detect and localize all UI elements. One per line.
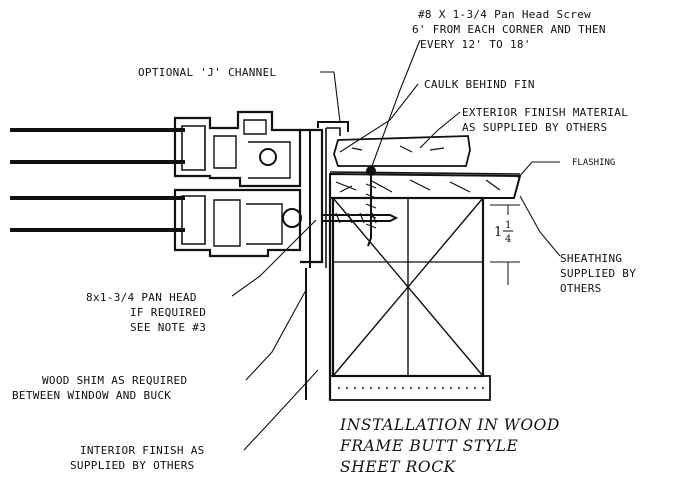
title-line-3: SHEET ROCK [340, 458, 457, 476]
j-channel-label: OPTIONAL 'J' CHANNEL [138, 66, 277, 79]
dimension-marker: 1 1 4 [490, 204, 520, 285]
interior-finish-line-2: SUPPLIED BY OTHERS [70, 459, 195, 472]
flashing-label: FLASHING [572, 158, 615, 168]
leader-lines [231, 39, 561, 451]
sheathing-line-2: SUPPLIED BY [560, 267, 636, 280]
interior-finish-line-1: INTERIOR FINISH AS [80, 444, 205, 457]
wood-shim-line-1: WOOD SHIM AS REQUIRED [42, 374, 187, 387]
sheathing-line-3: OTHERS [560, 282, 602, 295]
exterior-layers [322, 135, 522, 247]
dimension-whole: 1 [494, 225, 502, 240]
dimension-numerator: 1 [505, 220, 511, 231]
title-line-2: FRAME BUTT STYLE [339, 437, 519, 455]
screw-callout-line-1: #8 X 1-3/4 Pan Head Screw [418, 8, 591, 21]
screw-callout-line-3: EVERY 12' TO 18' [420, 38, 531, 51]
wall-buck [305, 180, 491, 401]
exterior-finish-line-2: AS SUPPLIED BY OTHERS [462, 121, 607, 134]
exterior-finish-line-1: EXTERIOR FINISH MATERIAL [462, 106, 628, 119]
sheathing-line-1: SHEATHING [560, 252, 622, 265]
caulk-label: CAULK BEHIND FIN [424, 78, 535, 91]
glazing-lines [10, 128, 185, 232]
drawing-title: INSTALLATION IN WOOD FRAME BUTT STYLE SH… [339, 416, 560, 476]
wood-shim-line-2: BETWEEN WINDOW AND BUCK [12, 389, 171, 402]
window-frame-profile [173, 110, 349, 268]
callout-labels: #8 X 1-3/4 Pan Head Screw 6' FROM EACH C… [12, 8, 636, 472]
pan-head-line-2: IF REQUIRED [130, 306, 206, 319]
pan-head-line-3: SEE NOTE #3 [130, 321, 206, 334]
screw-callout-line-2: 6' FROM EACH CORNER AND THEN [412, 23, 606, 36]
pan-head-line-1: 8x1-3/4 PAN HEAD [86, 291, 197, 304]
dimension-denominator: 4 [505, 234, 511, 245]
title-line-1: INSTALLATION IN WOOD [339, 416, 560, 434]
